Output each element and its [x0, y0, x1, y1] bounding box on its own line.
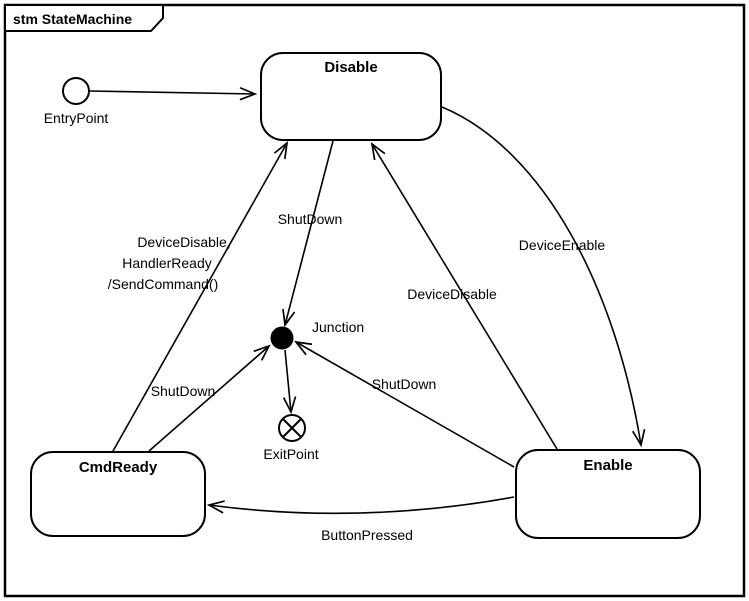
transition-enable-to-junction	[294, 340, 515, 468]
exit-point-node[interactable]: ExitPoint	[263, 414, 319, 462]
transition-junction-to-exit	[282, 349, 297, 415]
transition-label-shutdown-3: ShutDown	[372, 376, 437, 392]
transition-label-device-disable-line2: HandlerReady	[122, 255, 212, 271]
transition-label-button-pressed: ButtonPressed	[321, 527, 413, 543]
frame-tab-shape	[4, 4, 164, 32]
exit-point-label: ExitPoint	[263, 446, 318, 462]
junction-label: Junction	[312, 319, 364, 335]
frame-title: stm StateMachine	[13, 11, 132, 27]
state-cmdready-label: CmdReady	[79, 459, 158, 476]
entry-point-circle[interactable]	[62, 77, 90, 105]
exit-point-x-stroke-2	[282, 418, 302, 438]
transition-disable-to-enable	[441, 106, 646, 448]
junction-circle[interactable]	[270, 326, 294, 350]
transition-enable-to-disable	[370, 142, 558, 450]
transition-label-device-disable-line1: DeviceDisable,	[137, 234, 230, 250]
state-enable-label: Enable	[583, 457, 632, 474]
state-cmdready-shape[interactable]	[30, 451, 206, 537]
junction-node[interactable]: Junction	[270, 319, 364, 350]
entry-point-label: EntryPoint	[44, 110, 109, 126]
transition-label-device-disable: DeviceDisable	[407, 286, 497, 302]
transition-label-shutdown-2: ShutDown	[151, 383, 216, 399]
state-disable-shape[interactable]	[260, 52, 442, 141]
state-disable-label: Disable	[324, 59, 377, 76]
transition-label-device-enable: DeviceEnable	[519, 237, 606, 253]
frame-tab: stm StateMachine	[4, 4, 164, 32]
transition-cmdready-to-junction	[148, 344, 271, 452]
transition-disable-to-junction	[282, 140, 334, 328]
state-enable[interactable]: Enable	[515, 449, 701, 539]
state-cmdready[interactable]: CmdReady	[30, 451, 206, 537]
entry-point-node[interactable]: EntryPoint	[44, 77, 109, 126]
transition-label-device-disable-line3: /SendCommand()	[108, 276, 219, 292]
state-disable[interactable]: Disable	[260, 52, 442, 141]
state-enable-shape[interactable]	[515, 449, 701, 539]
transition-entry-to-disable	[89, 86, 258, 101]
transition-cmdready-to-disable	[112, 141, 289, 452]
transition-enable-to-cmdready	[206, 496, 515, 515]
transition-label-shutdown-1: ShutDown	[278, 211, 343, 227]
